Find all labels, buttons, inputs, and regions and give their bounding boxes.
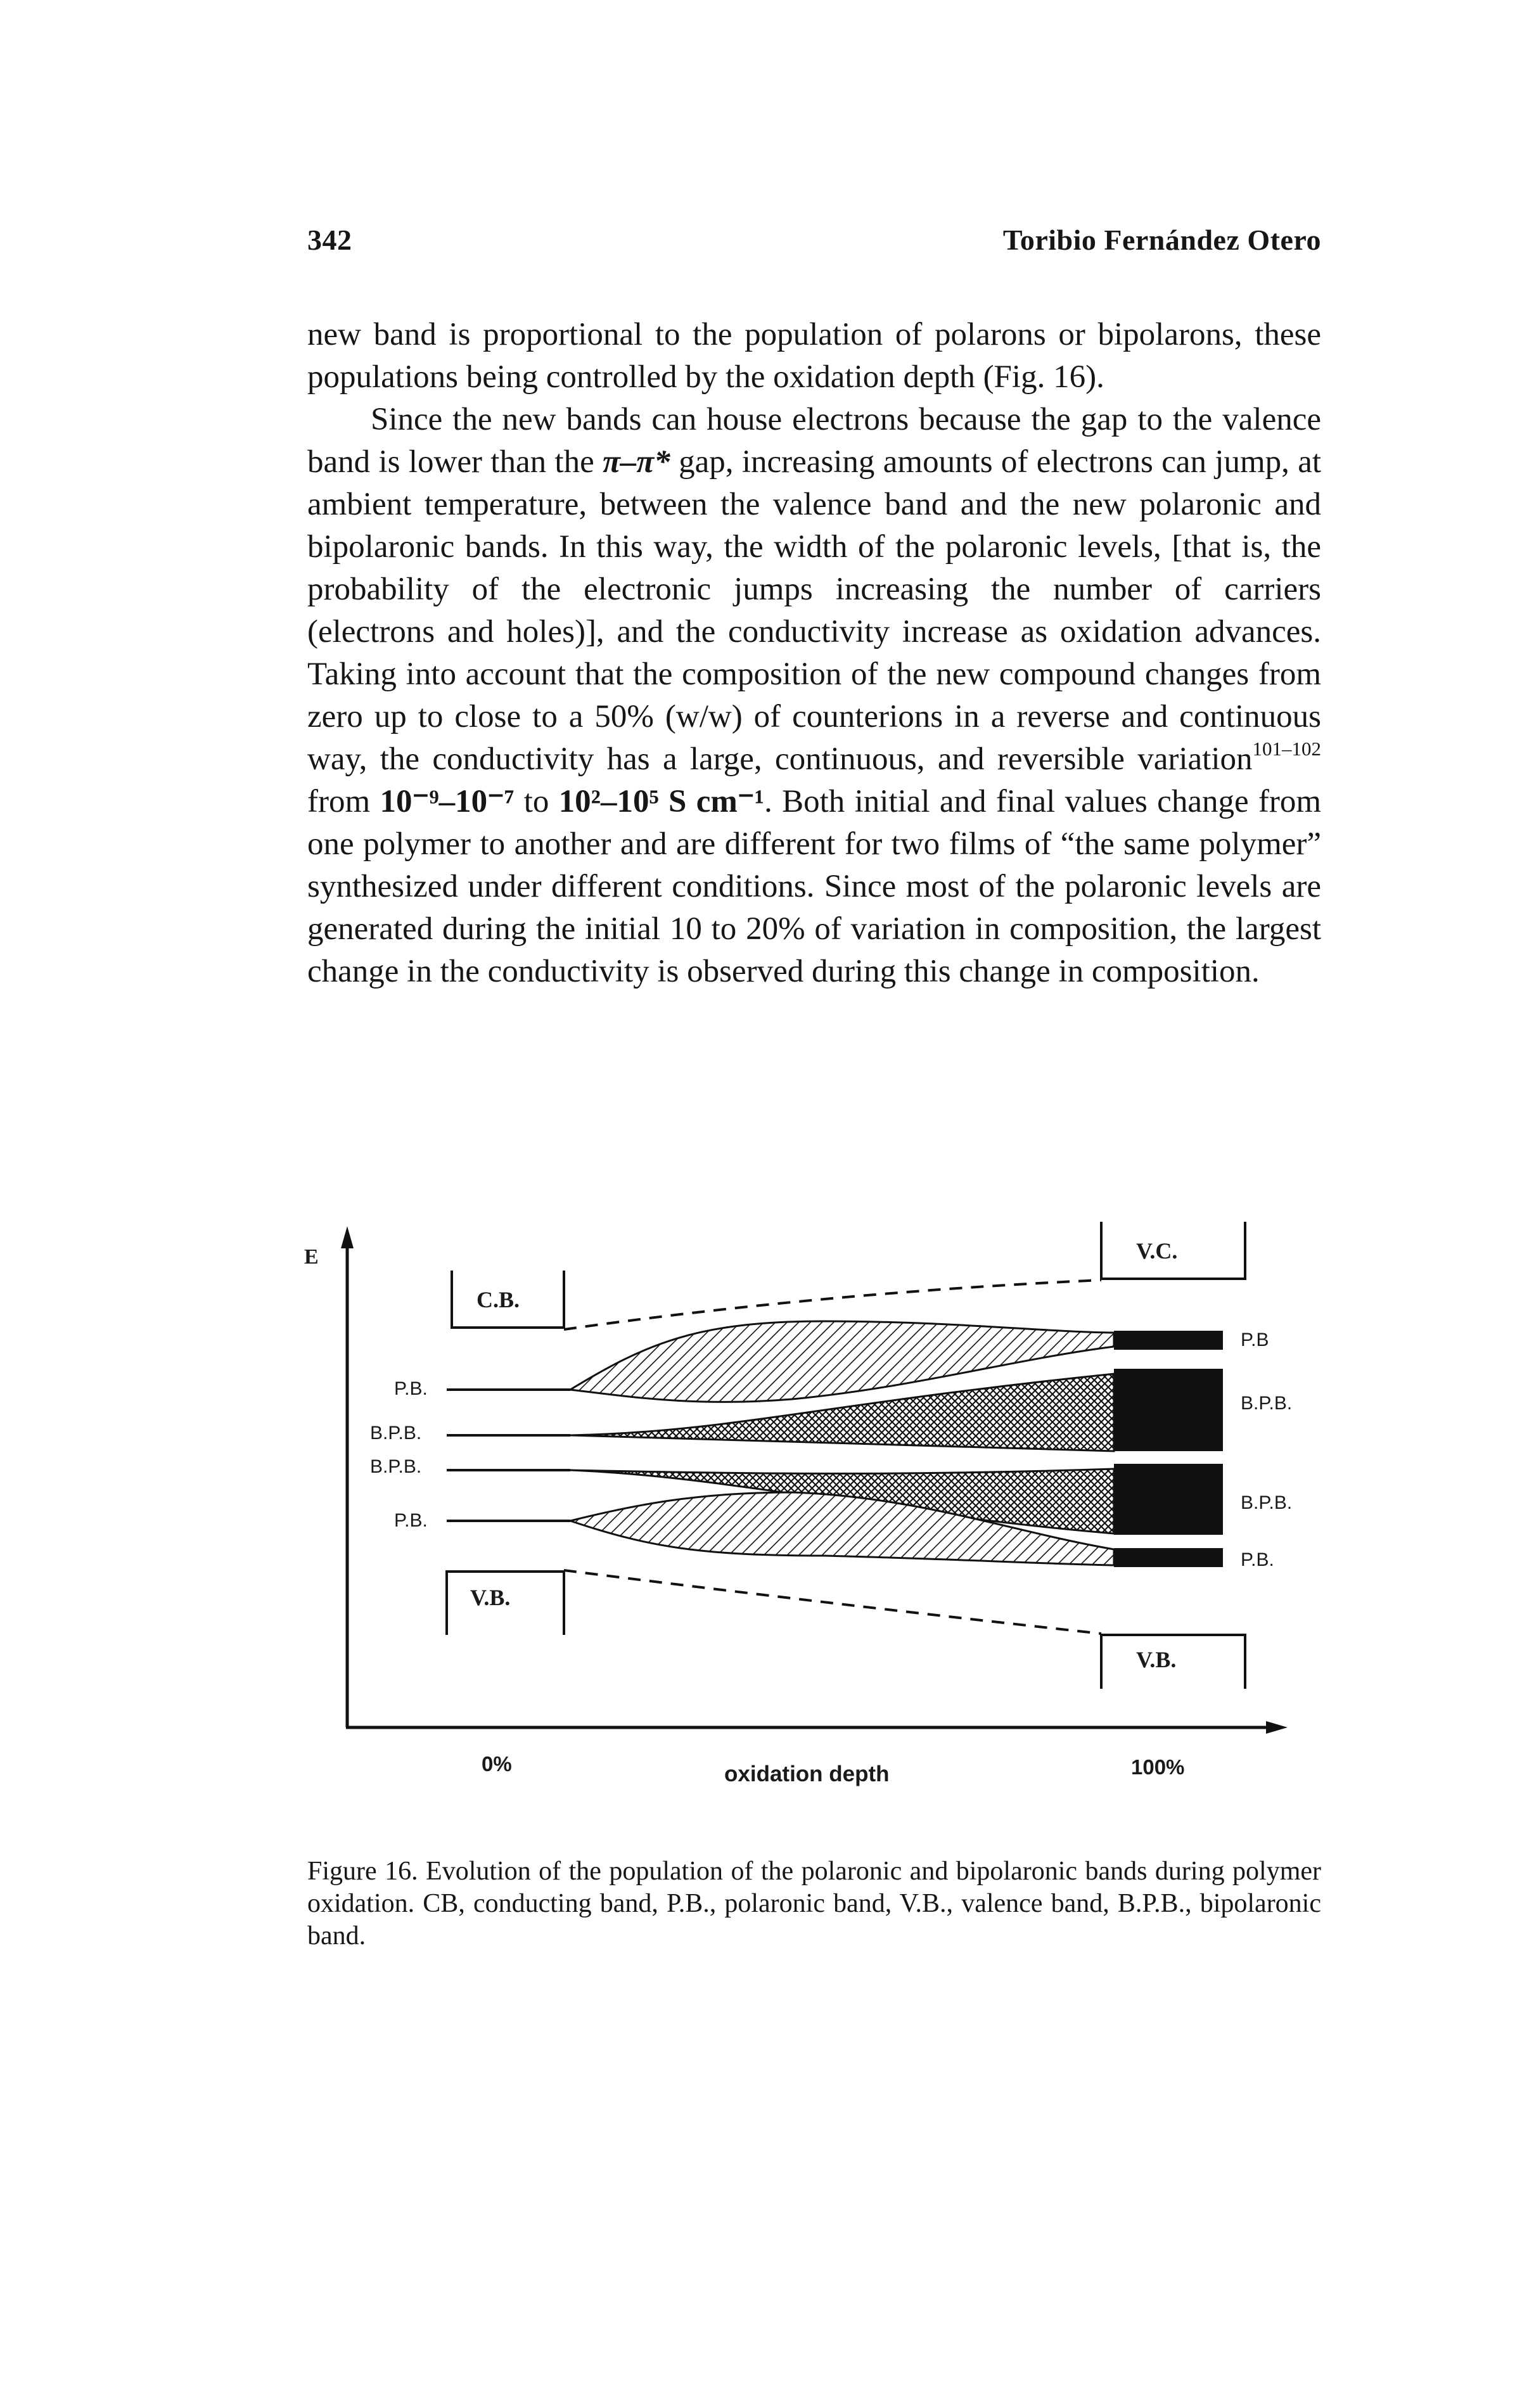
conductivity-high: 10²–10⁵ S cm⁻¹ [558,784,765,819]
p2-before-gap: Since the new bands can house electrons … [307,402,1321,480]
vb-edge-dashed [563,1569,1102,1635]
figure-caption: Figure 16. Evolution of the population o… [307,1857,1321,1950]
x-axis-start-label: 0% [482,1752,512,1776]
x-axis-title: oxidation depth [724,1762,890,1786]
x-axis-arrow [1266,1721,1288,1734]
band-diagram [341,1222,1288,1734]
p2-to: to [523,784,549,819]
p2-after-gap: gap, increasing amounts of electrons can… [307,444,1322,777]
bpb-upper-block [1114,1369,1223,1451]
pi-pi-star: π–π* [603,444,670,480]
p2-after-range: . Both initial and final values change f… [307,784,1322,989]
right-label-bpb-upper: B.P.B. [1241,1393,1293,1414]
vb-right-box [1100,1634,1246,1689]
left-label-bpb-lower: B.P.B. [370,1456,422,1477]
vb-left-box [445,1570,565,1635]
vc-label: V.C. [1136,1238,1178,1264]
cb-edge-dashed [563,1279,1102,1331]
y-axis-arrow [341,1226,354,1248]
paragraph-1: new band is proportional to the populati… [307,317,1321,395]
pb-upper-block [1114,1331,1223,1350]
left-label-bpb-upper: B.P.B. [370,1423,422,1444]
bpb-lower-block [1114,1464,1223,1535]
right-label-pb-upper: P.B [1241,1329,1269,1350]
figure-16: E C.B. V.C. V.B. V.B. P.B. B.P.B. B.P.B.… [0,1204,1522,1812]
vb-right-label: V.B. [1136,1647,1177,1672]
p2-range-intro: from [307,784,371,819]
running-head: Toribio Fernández Otero [1002,224,1321,256]
y-axis-label: E [304,1245,319,1269]
reference-superscript: 101–102 [1252,738,1322,760]
pb-lower-block [1114,1548,1223,1567]
cb-label: C.B. [476,1287,520,1312]
paragraph-2: Since the new bands can house electrons … [307,399,1321,993]
vc-box [1100,1222,1246,1280]
x-axis-end-label: 100% [1131,1755,1185,1779]
vb-left-label: V.B. [470,1585,511,1610]
left-label-pb-lower: P.B. [394,1510,428,1531]
right-label-bpb-lower: B.P.B. [1241,1492,1293,1513]
left-label-pb-upper: P.B. [394,1378,428,1399]
cb-box [451,1271,565,1329]
body-text: new band is proportional to the populati… [307,314,1321,993]
conductivity-low: 10⁻⁹–10⁻⁷ [380,784,515,819]
right-label-pb-lower: P.B. [1241,1549,1274,1570]
page-header: 342 Toribio Fernández Otero [307,223,1321,267]
page-number: 342 [307,224,352,256]
